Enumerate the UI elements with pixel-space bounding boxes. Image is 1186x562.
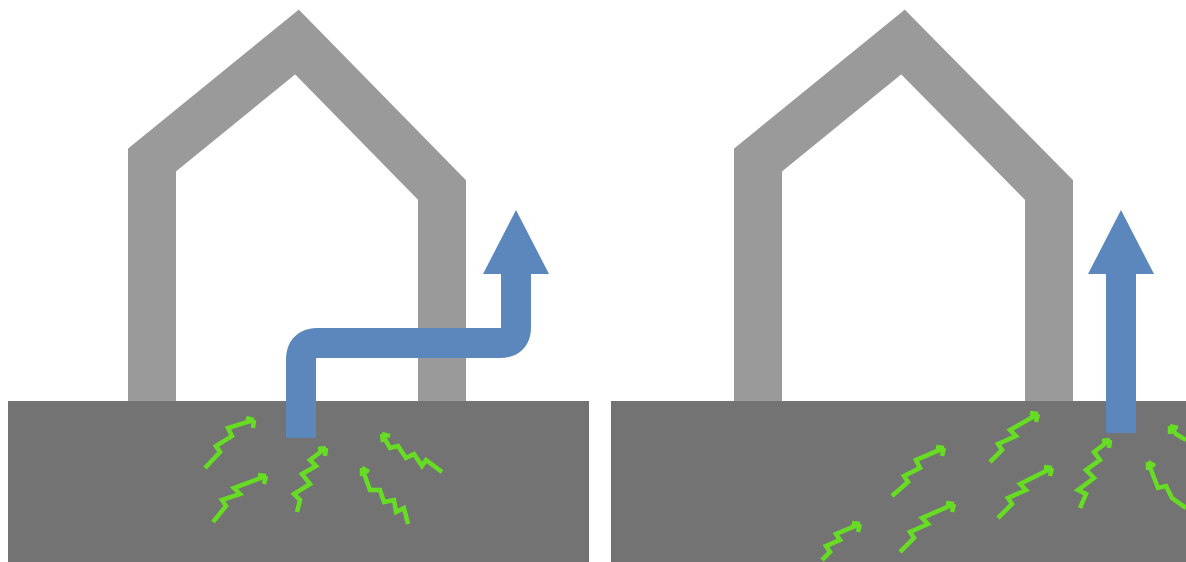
left-panel <box>8 42 589 562</box>
vent-arrowhead <box>483 210 549 274</box>
house-outline <box>758 42 1049 402</box>
ground-block <box>611 401 1186 562</box>
right-panel <box>611 42 1186 562</box>
vent-arrowhead <box>1088 210 1154 274</box>
